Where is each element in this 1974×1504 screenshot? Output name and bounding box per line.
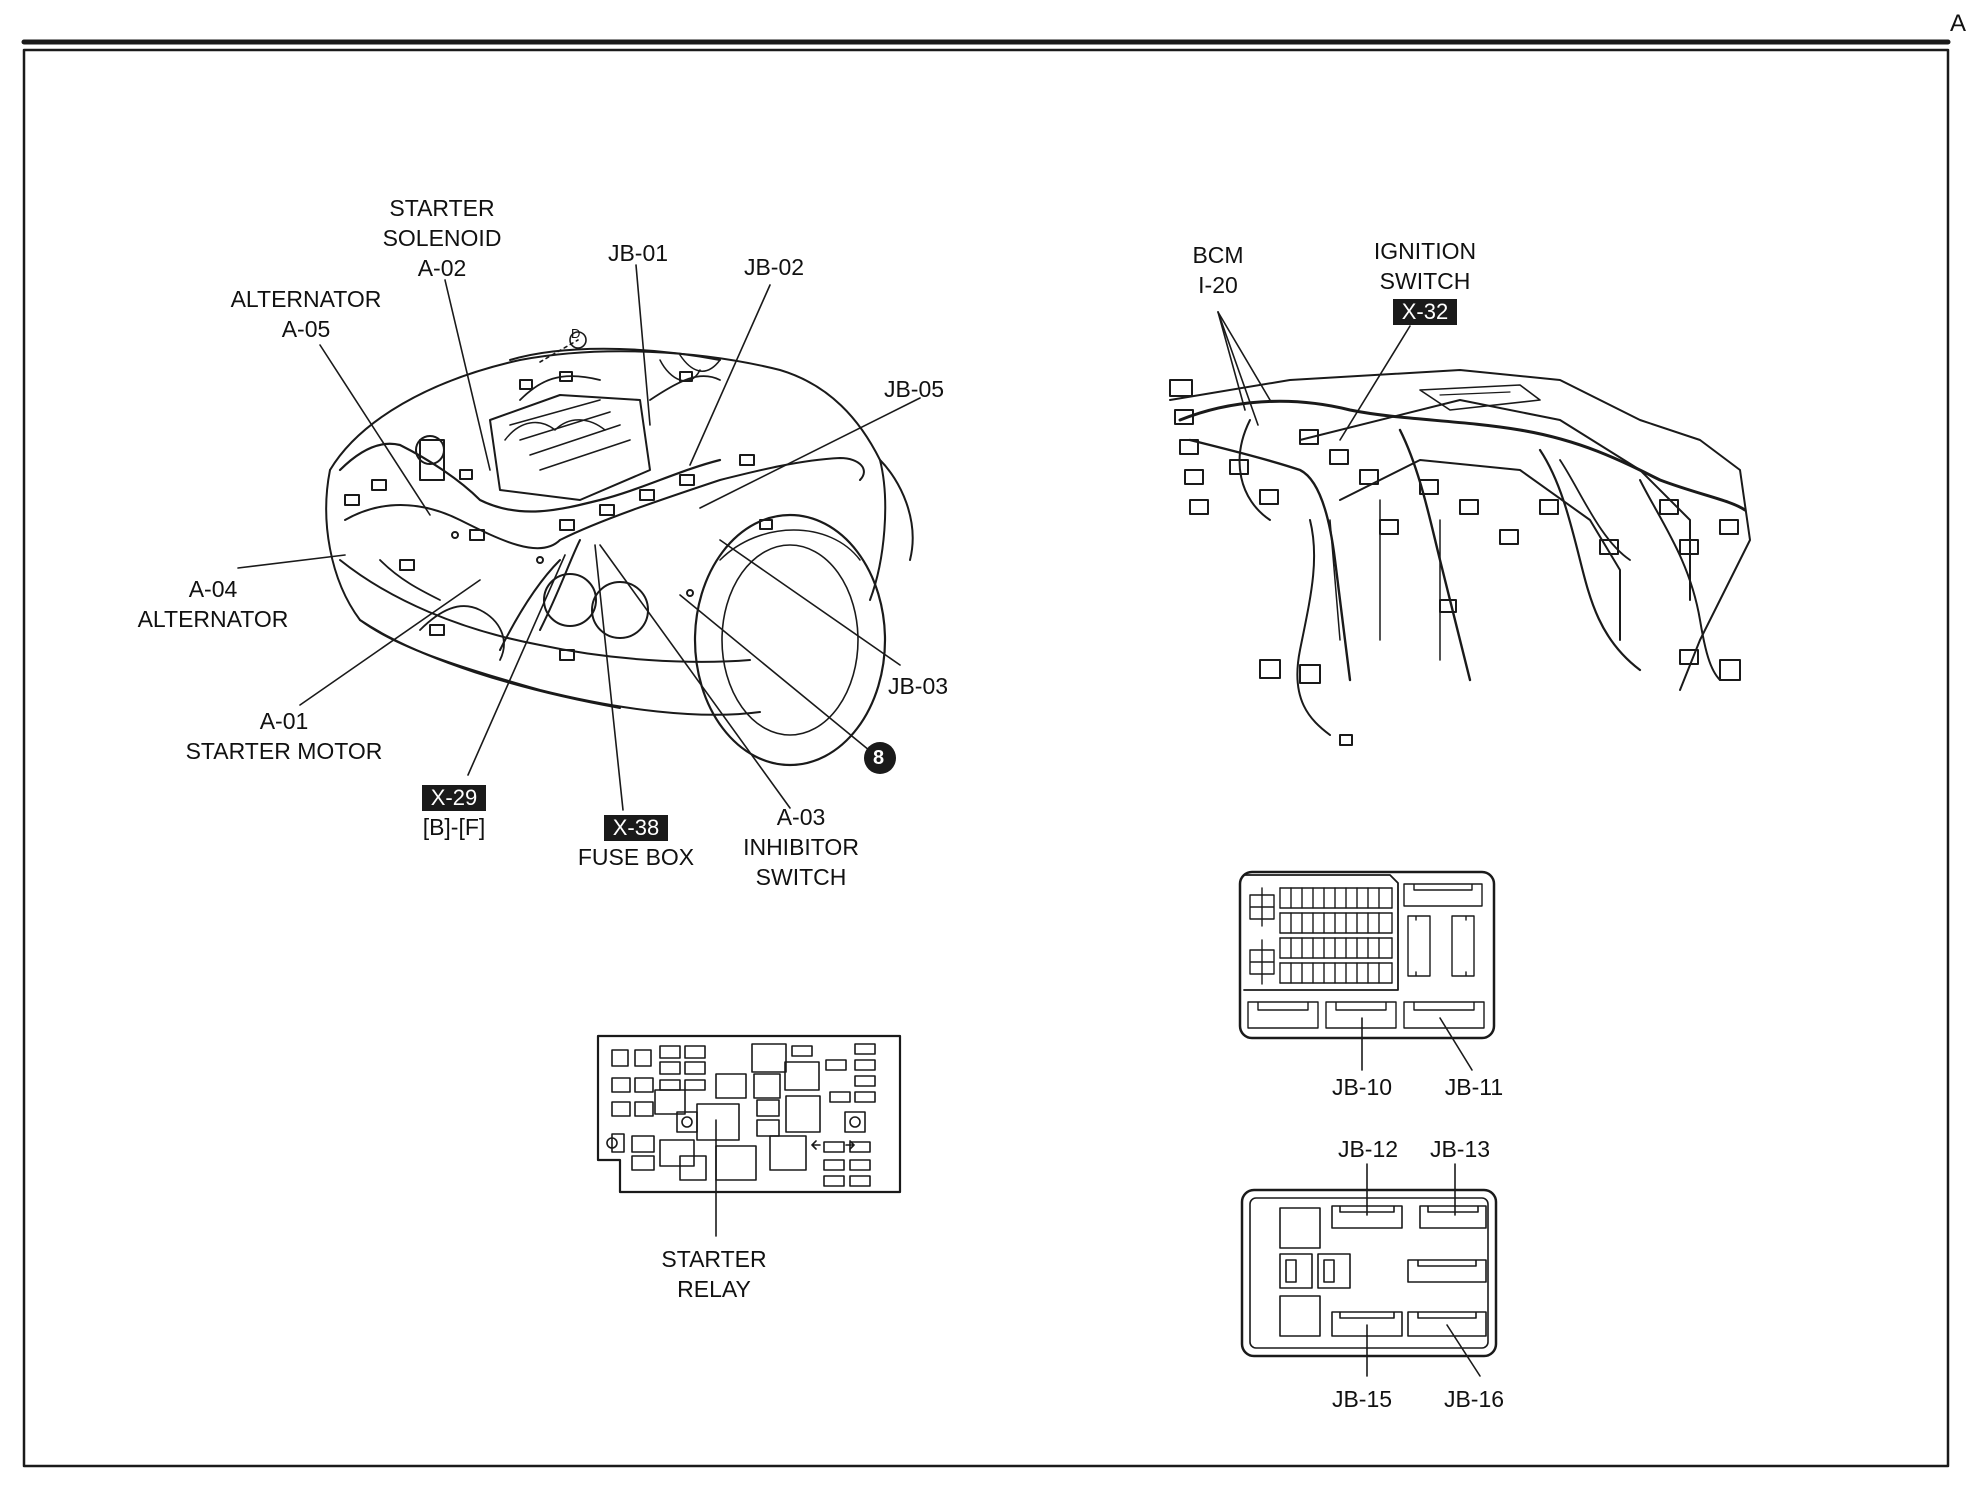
page-frame	[21, 39, 1951, 1468]
x29-ref-badge: X-29	[421, 785, 487, 811]
junction-box-lower-drawing	[1240, 1163, 1498, 1377]
alternator-a05-label: ALTERNATOR A-05	[216, 284, 396, 344]
x38-sub: FUSE BOX	[577, 844, 695, 870]
alternator-a05-line1: ALTERNATOR	[230, 286, 382, 312]
ground-badge-number: 8	[873, 747, 885, 769]
starter-solenoid-line2: SOLENOID	[382, 225, 502, 251]
ground-badge-icon	[864, 742, 896, 774]
a01-line2: STARTER MOTOR	[185, 738, 383, 764]
starter-relay-label: STARTER RELAY	[644, 1244, 784, 1304]
ignition-line2: SWITCH	[1379, 268, 1471, 294]
jb-01-label: JB-01	[607, 240, 669, 266]
dash-harness-drawing	[1169, 311, 1751, 746]
jb-03-label: JB-03	[887, 673, 949, 699]
a03-line2: INHIBITOR	[743, 834, 859, 860]
jb-11-label: JB-11	[1444, 1074, 1504, 1100]
starter-relay-line1: STARTER	[661, 1246, 767, 1272]
a04-line1: A-04	[188, 576, 238, 602]
bcm-line2: I-20	[1198, 272, 1238, 298]
bcm-label: BCM I-20	[1178, 240, 1258, 300]
jb-12-label: JB-12	[1337, 1136, 1399, 1162]
x38-ref-badge: X-38	[603, 815, 669, 841]
starter-solenoid-label: STARTER SOLENOID A-02	[372, 193, 512, 283]
a01-line1: A-01	[259, 708, 309, 734]
bcm-line1: BCM	[1192, 242, 1244, 268]
ground-d-label: D	[571, 326, 581, 341]
jb-16-label: JB-16	[1443, 1386, 1505, 1412]
x29-sub: [B]-[F]	[422, 814, 486, 840]
ignition-switch-label: IGNITION SWITCH X-32	[1355, 236, 1495, 326]
jb-02-label: JB-02	[743, 254, 805, 280]
jb-05-label: JB-05	[883, 376, 945, 402]
x29-connector-label: X-29 [B]-[F]	[404, 782, 504, 842]
a04-alternator-label: A-04 ALTERNATOR	[118, 574, 308, 634]
starter-solenoid-line1: STARTER	[389, 195, 495, 221]
corner-mark: A	[1949, 10, 1966, 37]
starter-solenoid-line3: A-02	[417, 255, 467, 281]
x38-fuse-box-label: X-38 FUSE BOX	[556, 812, 716, 872]
jb-13-label: JB-13	[1429, 1136, 1491, 1162]
jb-15-label: JB-15	[1331, 1386, 1393, 1412]
ignition-line1: IGNITION	[1373, 238, 1477, 264]
engine-bay-drawing	[237, 264, 921, 811]
a04-line2: ALTERNATOR	[137, 606, 289, 632]
x32-ref-badge: X-32	[1392, 299, 1458, 325]
fuse-box-drawing	[596, 1034, 902, 1237]
jb-10-label: JB-10	[1331, 1074, 1393, 1100]
a03-line3: SWITCH	[755, 864, 847, 890]
starter-relay-line2: RELAY	[677, 1276, 751, 1302]
a01-starter-motor-label: A-01 STARTER MOTOR	[164, 706, 404, 766]
a03-inhibitor-switch-label: A-03 INHIBITOR SWITCH	[726, 802, 876, 892]
a03-line1: A-03	[776, 804, 826, 830]
junction-box-upper-drawing	[1238, 870, 1496, 1071]
alternator-a05-line2: A-05	[281, 316, 331, 342]
